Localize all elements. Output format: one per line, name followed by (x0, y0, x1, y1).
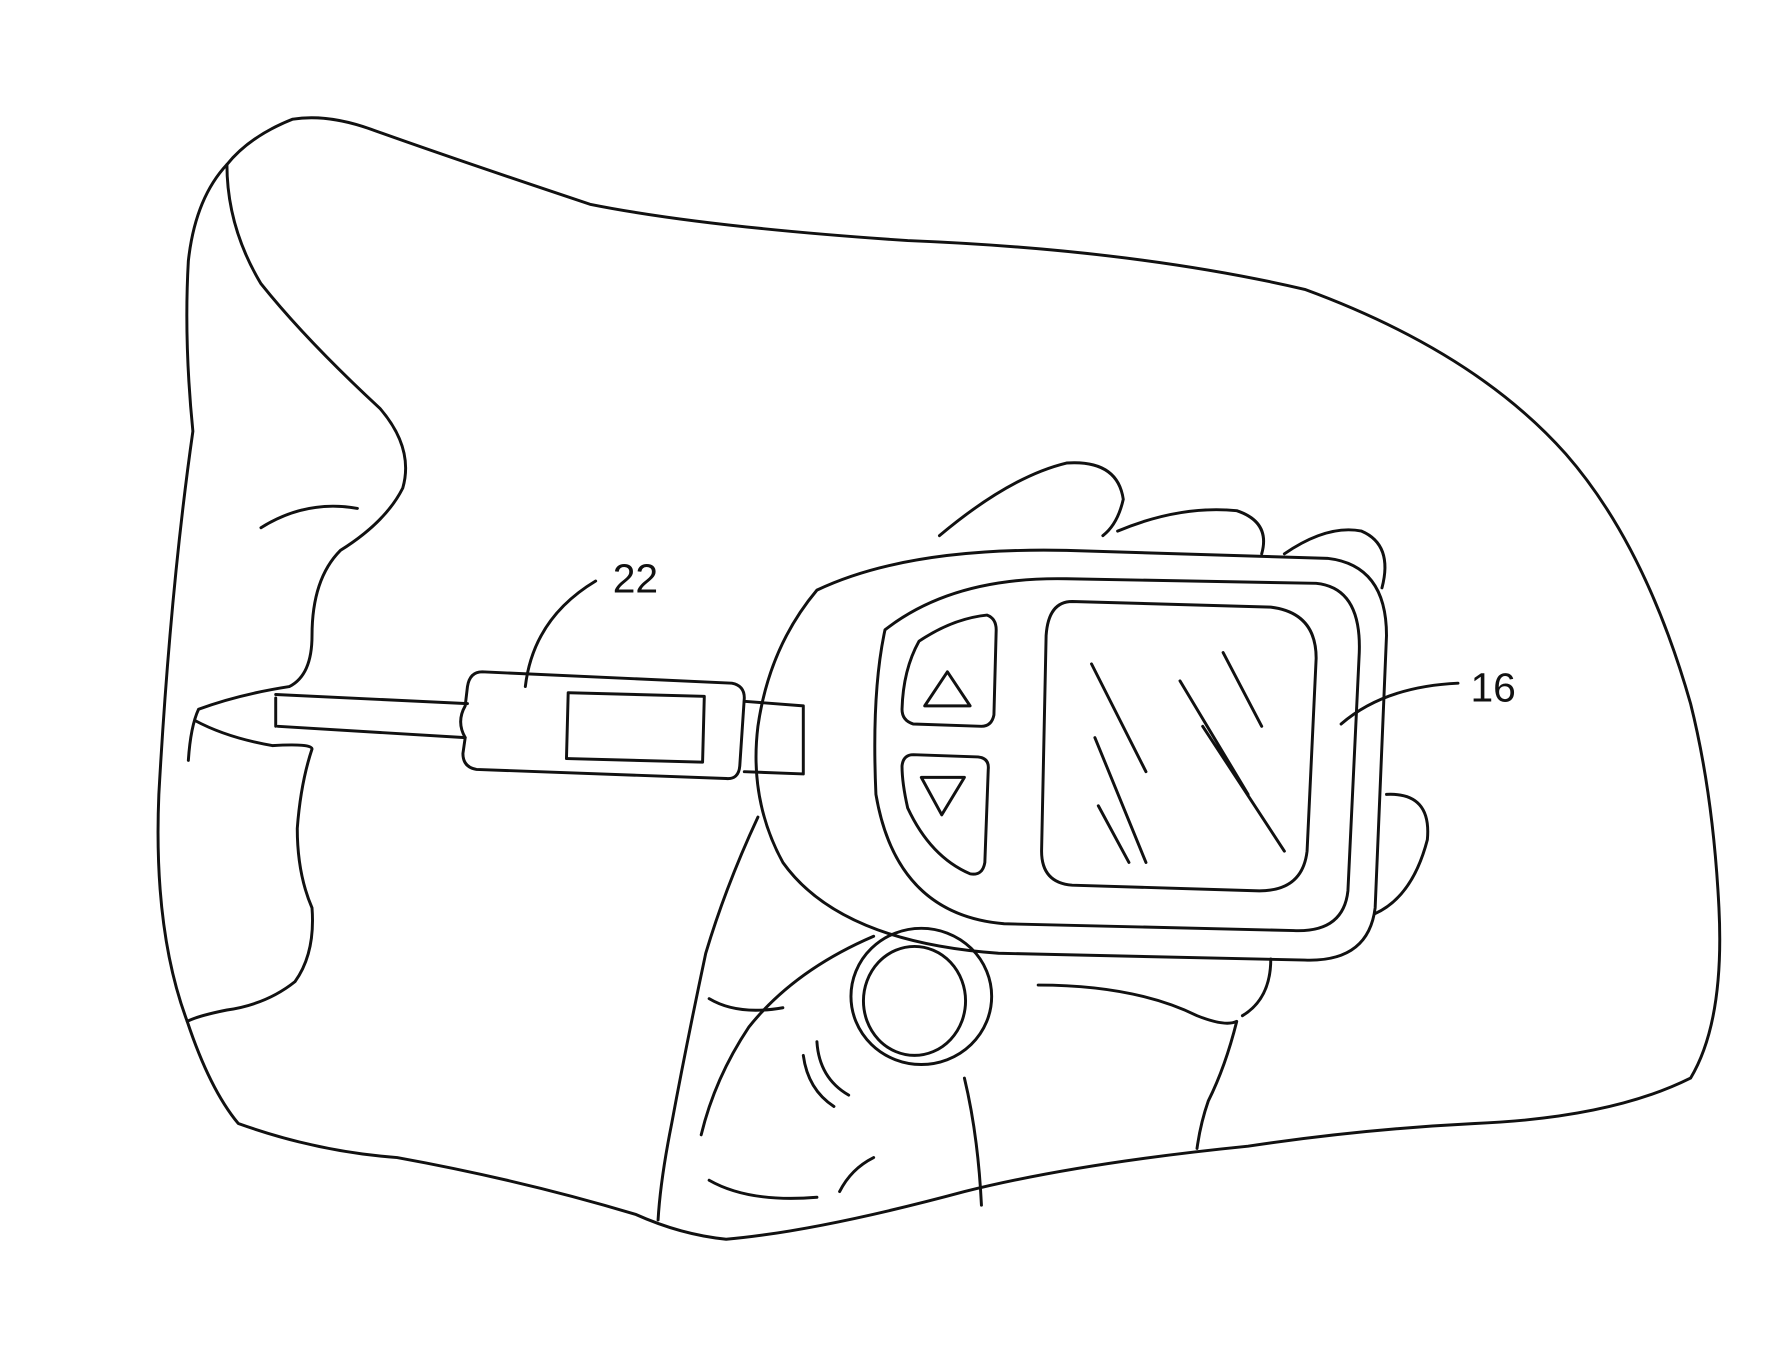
thumb-base (701, 936, 873, 1135)
hand-palm (1038, 985, 1237, 1148)
hand-palm (658, 817, 758, 1220)
lower-lip-chin (187, 721, 312, 1022)
hand-palm (964, 1078, 981, 1205)
hand-palm (1242, 959, 1270, 1016)
face-profile (188, 165, 405, 761)
down-button[interactable] (902, 755, 988, 874)
eyebrow (261, 506, 357, 527)
skin-crease (709, 999, 874, 1199)
hand-finger (939, 463, 1123, 536)
display-glare (1092, 653, 1285, 863)
hand-finger (1118, 510, 1264, 554)
meter-display (1042, 601, 1317, 890)
strip-window (566, 693, 704, 762)
down-triangle-icon (921, 777, 964, 814)
strip-connector (744, 701, 803, 774)
test-strip (276, 695, 468, 738)
leader-line-22 (525, 581, 595, 687)
thumb-tip (851, 928, 992, 1064)
reference-label-16: 16 (1470, 664, 1515, 710)
reference-label-22: 22 (613, 555, 658, 601)
up-triangle-icon (925, 672, 970, 706)
hand-finger (1375, 794, 1428, 913)
thumb-nail (863, 946, 965, 1055)
up-button[interactable] (902, 615, 996, 726)
